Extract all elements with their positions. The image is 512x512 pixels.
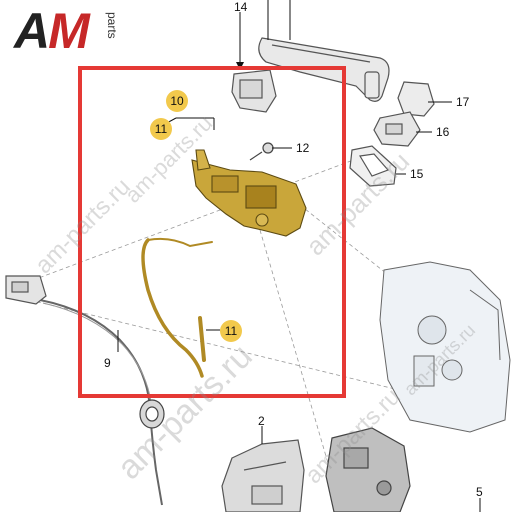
cable-grommet	[139, 399, 165, 429]
lock-cover-2	[221, 439, 305, 512]
callout-5: 5	[476, 485, 483, 499]
callout-12: 12	[296, 141, 310, 155]
lock-actuator-assembly	[191, 149, 307, 237]
door-lock	[325, 427, 411, 512]
handle-insert-16	[373, 111, 421, 147]
logo-side-text: parts	[105, 12, 119, 39]
handle-cap-17	[397, 81, 435, 117]
callout-badge-10: 10	[166, 90, 188, 112]
logo-letter-m: M	[48, 3, 90, 59]
callout-badge-11-bottom: 11	[220, 320, 242, 342]
logo-letter-a: A	[14, 3, 50, 59]
handle-seal-15	[349, 145, 397, 187]
callout-17: 17	[456, 95, 470, 109]
release-cable-9	[39, 299, 163, 506]
callout-15: 15	[410, 167, 424, 181]
am-parts-logo: AM	[14, 3, 90, 59]
highlight-frame	[78, 66, 346, 398]
leader-lines	[117, 0, 481, 512]
callout-2: 2	[258, 414, 265, 428]
callout-badge-11-top: 11	[150, 118, 172, 140]
cable-end-fitting	[5, 275, 47, 305]
lock-cable	[141, 237, 213, 378]
screw-12	[249, 142, 274, 161]
door-inner-panel	[379, 261, 511, 433]
callout-9: 9	[104, 356, 111, 370]
callout-14: 14	[234, 0, 248, 14]
callout-16: 16	[436, 125, 450, 139]
handle-bracket	[231, 69, 277, 113]
